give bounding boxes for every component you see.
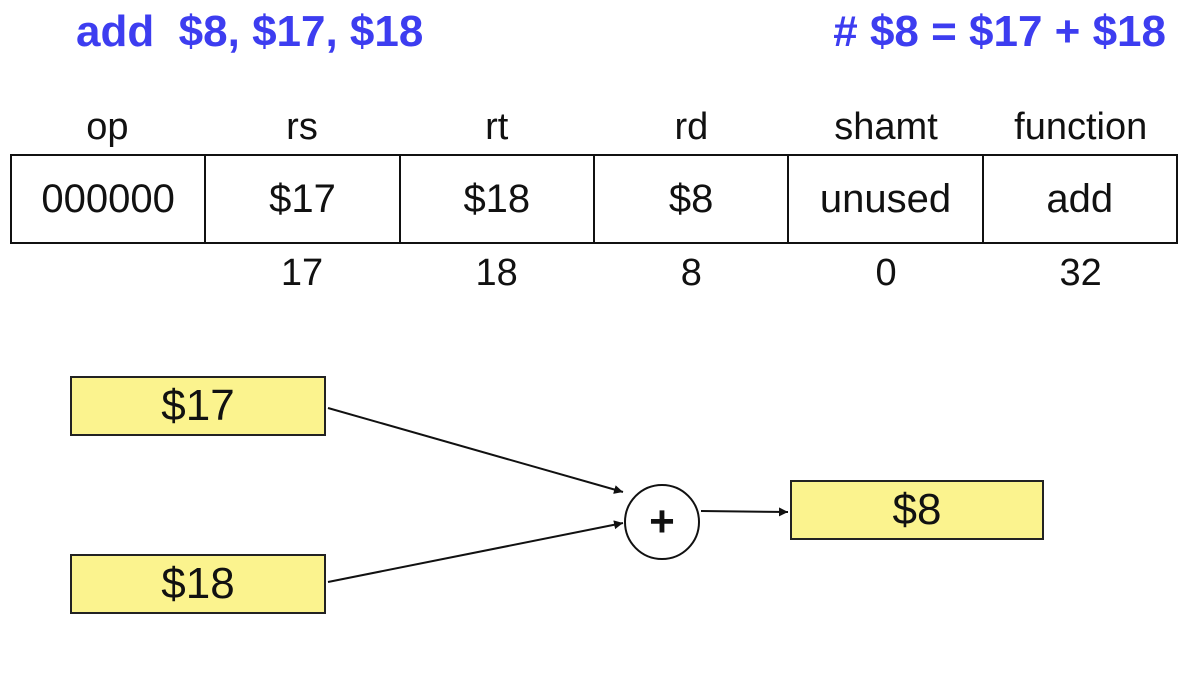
register-8-box: $8 bbox=[790, 480, 1044, 540]
field-name-rt: rt bbox=[485, 106, 509, 148]
field-value-rs: $17 bbox=[204, 156, 398, 242]
arrow-adder-to-rd bbox=[700, 507, 789, 517]
field-value-op: 000000 bbox=[41, 176, 175, 221]
adder-circle: + bbox=[624, 484, 700, 560]
field-value-function: add bbox=[981, 156, 1176, 242]
field-number-rs: 17 bbox=[280, 252, 324, 294]
instruction-comment: # $8 = $17 + $18 bbox=[833, 7, 1166, 56]
arrow-rs-to-adder bbox=[327, 407, 624, 494]
field-name-op: op bbox=[86, 106, 129, 148]
field-name-rd: rd bbox=[674, 106, 709, 148]
field-number-shamt: 0 bbox=[875, 252, 897, 294]
assembly-instruction: add $8, $17, $18 bbox=[76, 7, 424, 56]
field-number-rd: 8 bbox=[680, 252, 702, 294]
field-name-shamt: shamt bbox=[834, 106, 938, 148]
field-number-rt: 18 bbox=[475, 252, 518, 294]
register-17-box: $17 bbox=[70, 376, 326, 436]
arrow-rt-to-adder bbox=[327, 520, 624, 583]
field-name-rs: rs bbox=[286, 106, 318, 148]
field-value-rt: $18 bbox=[398, 156, 593, 242]
field-number-function: 32 bbox=[1059, 252, 1102, 294]
field-number-row: 17 18 8 0 32 bbox=[10, 248, 1178, 298]
register-18-box: $18 bbox=[70, 554, 326, 614]
field-value-shamt: unused bbox=[787, 156, 981, 242]
field-name-row: op rs rt rd shamt function bbox=[10, 102, 1178, 152]
instruction-format-table: 000000 $17 $18 $8 unused add bbox=[10, 154, 1178, 244]
field-name-function: function bbox=[1014, 106, 1148, 148]
field-value-rd: $8 bbox=[592, 156, 787, 242]
